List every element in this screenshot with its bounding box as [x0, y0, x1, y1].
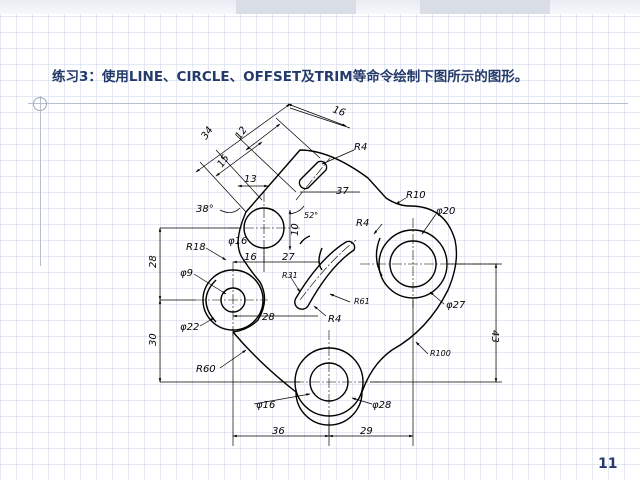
dim-phi22: φ22 [180, 322, 199, 333]
dim-r10: R10 [406, 190, 426, 201]
guide-line-vertical [40, 96, 41, 266]
dim-r60: R60 [196, 364, 216, 375]
dim-37: 37 [336, 186, 349, 197]
dim-28-left: 28 [148, 255, 159, 268]
leader-lines [193, 149, 445, 405]
dim-r4-top: R4 [354, 142, 367, 153]
dim-29: 29 [360, 426, 373, 437]
dim-phi16-top: φ16 [228, 236, 247, 247]
slots [294, 160, 356, 310]
dim-phi9: φ9 [180, 268, 193, 279]
dim-phi27: φ27 [446, 300, 466, 311]
dim-r4-mid: R4 [356, 218, 369, 229]
dim-phi28: φ28 [372, 400, 391, 411]
dim-30: 30 [148, 333, 159, 346]
dim-r18: R18 [186, 242, 206, 253]
dim-r61: R61 [354, 297, 370, 306]
page-number: 11 [598, 456, 618, 472]
dim-16-mid: 16 [244, 252, 257, 263]
dim-phi20: φ20 [436, 206, 455, 217]
exercise-title: 练习3：使用LINE、CIRCLE、OFFSET及TRIM等命令绘制下图所示的图… [52, 69, 529, 85]
dim-52-angle: 52° [304, 211, 318, 220]
guide-line-horizontal [28, 103, 628, 104]
dim-36: 36 [272, 426, 285, 437]
dimension-lines [158, 103, 502, 446]
dim-r31: R31 [282, 271, 298, 280]
dim-r100: R100 [430, 349, 451, 358]
dim-38-angle: 38° [196, 204, 214, 215]
header-block [420, 0, 550, 14]
dim-phi16-bottom: φ16 [256, 400, 275, 411]
dim-28-mid: 28 [262, 312, 275, 323]
dim-27: 27 [282, 252, 295, 263]
dimension-labels: 34 16 12 15 13 37 R4 38° 52° φ16 10 R10 … [148, 104, 500, 437]
header-block [236, 0, 356, 14]
dim-r4-low: R4 [328, 314, 341, 325]
dim-16-top: 16 [331, 104, 347, 119]
header-band [0, 0, 640, 14]
dim-34: 34 [199, 125, 215, 142]
outer-contour [205, 149, 458, 426]
centerlines [196, 157, 500, 436]
dim-10: 10 [290, 223, 301, 236]
corner-marker-icon [33, 97, 47, 111]
dim-15: 15 [215, 153, 231, 170]
dim-12: 12 [233, 125, 249, 142]
dim-43: 43 [489, 330, 500, 343]
dim-13: 13 [244, 174, 257, 185]
